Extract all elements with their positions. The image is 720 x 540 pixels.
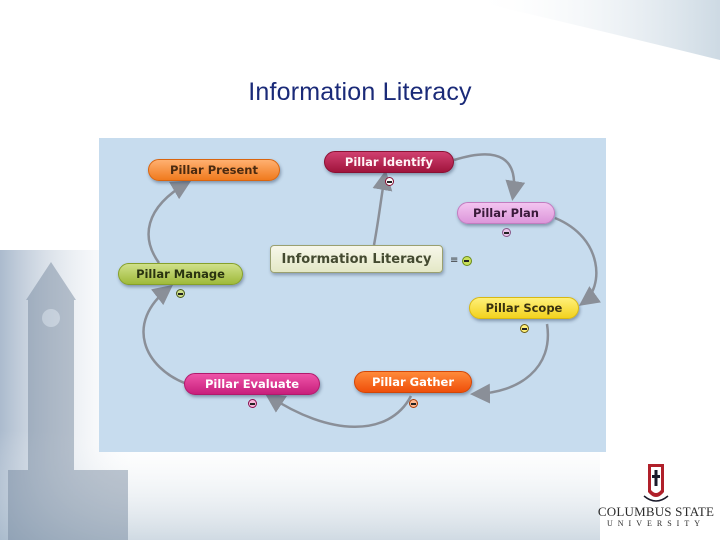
arrow-manage-present <box>147 180 192 264</box>
arrow-center-identify <box>372 170 393 246</box>
arrow-gather-evaluate <box>264 393 413 428</box>
mind-map-diagram: Pillar Present Pillar Identify Pillar Pl… <box>99 138 606 452</box>
collapse-icon-plan[interactable] <box>502 228 511 237</box>
collapse-icon-manage[interactable] <box>176 289 185 298</box>
collapse-icon-scope[interactable] <box>520 324 529 333</box>
notes-icon: ≡ <box>450 255 459 266</box>
collapse-icon-identify[interactable] <box>385 177 394 186</box>
node-pillar-evaluate[interactable]: Pillar Evaluate <box>184 373 320 395</box>
arrow-evaluate-manage <box>142 284 188 386</box>
node-pillar-plan[interactable]: Pillar Plan <box>457 202 555 224</box>
node-pillar-gather[interactable]: Pillar Gather <box>354 371 472 393</box>
arrow-identify-plan <box>453 153 526 201</box>
arrow-plan-scope <box>554 216 602 306</box>
node-information-literacy[interactable]: Information Literacy <box>270 245 443 273</box>
university-logo: Columbus State University <box>596 462 716 532</box>
university-sub: University <box>607 519 705 528</box>
node-pillar-present[interactable]: Pillar Present <box>148 159 280 181</box>
collapse-icon-evaluate[interactable] <box>248 399 257 408</box>
arrow-scope-gather <box>470 323 550 404</box>
seal-icon <box>643 464 669 502</box>
connector-arrows <box>142 153 602 428</box>
slide-title: Information Literacy <box>248 78 472 106</box>
collapse-icon-center[interactable] <box>462 256 472 266</box>
node-pillar-manage[interactable]: Pillar Manage <box>118 263 243 285</box>
node-pillar-scope[interactable]: Pillar Scope <box>469 297 579 319</box>
collapse-icon-gather[interactable] <box>409 399 418 408</box>
node-pillar-identify[interactable]: Pillar Identify <box>324 151 454 173</box>
university-name: Columbus State <box>597 504 715 519</box>
